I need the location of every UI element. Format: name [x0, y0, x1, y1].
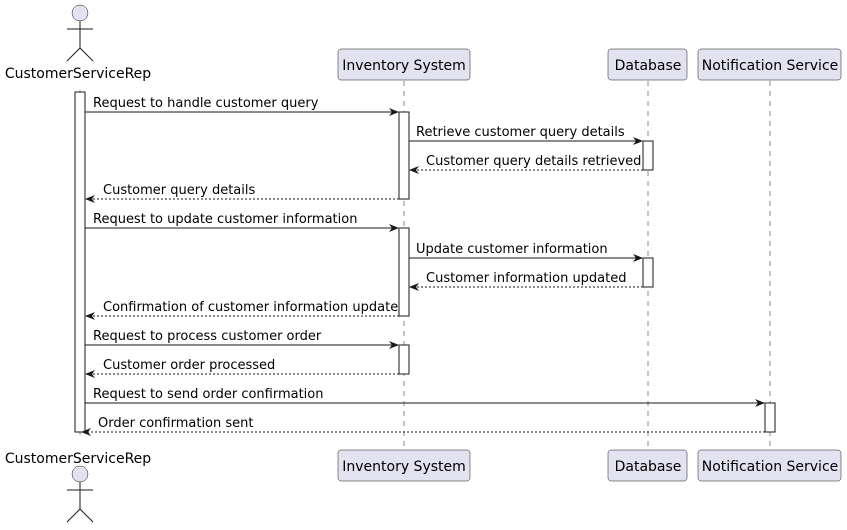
activation-bar-database: [642, 257, 654, 288]
message-label: Customer query details: [103, 183, 255, 198]
message-label: Confirmation of customer information upd…: [103, 300, 398, 315]
participant-label: Inventory System: [342, 58, 466, 74]
message: Request to update customer information: [85, 212, 399, 232]
actor-label: CustomerServiceRep: [5, 66, 151, 82]
message: Customer query details retrieved: [409, 154, 643, 174]
message: Retrieve customer query details: [409, 125, 643, 145]
actor-head-icon: [71, 465, 89, 483]
message-label: Retrieve customer query details: [416, 125, 625, 140]
participant-database-top: Database: [607, 48, 688, 81]
activation-bar-inventory-system: [398, 111, 410, 200]
activation-bar-inventory-system: [398, 344, 410, 375]
message: Order confirmation sent: [81, 416, 765, 436]
message: Customer information updated: [409, 271, 643, 291]
actor-left-leg-icon: [66, 47, 81, 62]
message: Request to send order confirmation: [85, 387, 765, 407]
participant-box: [607, 48, 688, 81]
message: Request to handle customer query: [85, 96, 399, 116]
message-label: Order confirmation sent: [98, 416, 254, 431]
actor-right-leg-icon: [79, 508, 94, 523]
participant-box: [697, 48, 842, 81]
activation-bar-database: [642, 140, 654, 171]
actor-label: CustomerServiceRep: [5, 451, 151, 467]
participant-label: Notification Service: [702, 58, 839, 74]
actor-head-icon: [71, 4, 89, 22]
message: Confirmation of customer information upd…: [85, 300, 399, 320]
message-label: Request to handle customer query: [93, 96, 319, 111]
message: Customer query details: [85, 183, 399, 203]
activation-bar-inventory-system: [398, 227, 410, 317]
participant-box: [337, 48, 471, 81]
participant-inventory-system-bottom: Inventory System: [337, 449, 471, 482]
message-label: Customer information updated: [426, 271, 627, 286]
participant-label: Database: [615, 459, 682, 475]
participant-box: [607, 449, 688, 482]
activation-bar-notification-service: [764, 402, 776, 433]
message-label: Customer query details retrieved: [426, 154, 641, 169]
participant-label: Notification Service: [702, 459, 839, 475]
message-label: Customer order processed: [103, 358, 275, 373]
message-label: Update customer information: [416, 242, 608, 257]
participant-notification-service-bottom: Notification Service: [697, 449, 842, 482]
participant-label: Database: [615, 58, 682, 74]
participant-box: [697, 449, 842, 482]
actor-left-leg-icon: [66, 508, 81, 523]
participant-notification-service-top: Notification Service: [697, 48, 842, 81]
participant-inventory-system-top: Inventory System: [337, 48, 471, 81]
participant-box: [337, 449, 471, 482]
message: Update customer information: [409, 242, 643, 262]
message-label: Request to send order confirmation: [93, 387, 324, 402]
message-label: Request to process customer order: [93, 329, 322, 344]
participant-database-bottom: Database: [607, 449, 688, 482]
message: Request to process customer order: [85, 329, 399, 349]
message: Customer order processed: [85, 358, 399, 378]
participant-label: Inventory System: [342, 459, 466, 475]
message-label: Request to update customer information: [93, 212, 357, 227]
actor-customer-service-rep-top: CustomerServiceRep: [5, 4, 151, 82]
actor-right-leg-icon: [79, 47, 94, 62]
activation-bar-customer-service-rep: [74, 91, 86, 433]
actor-customer-service-rep-bottom: CustomerServiceRep: [5, 451, 151, 523]
